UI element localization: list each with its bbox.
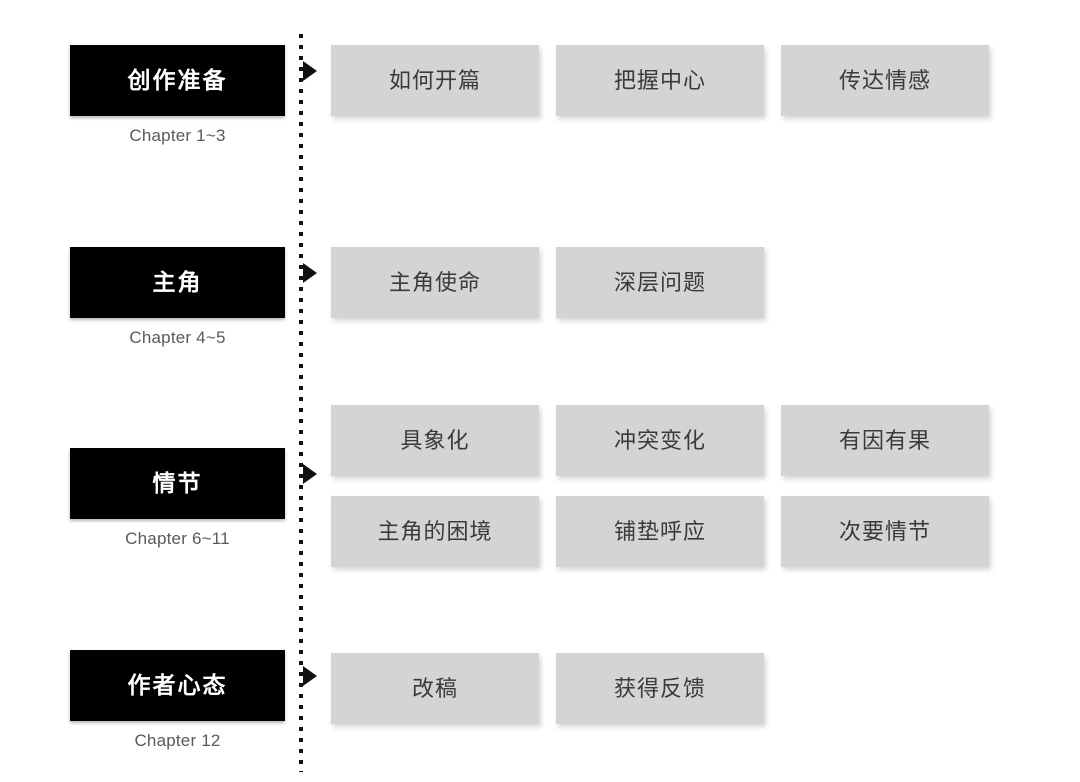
topic-card-label: 铺垫呼应 [613,518,706,544]
stage-title-label: 作者心态 [127,672,228,698]
topic-card[interactable]: 把握中心 [556,45,764,116]
stage-chapter-caption: Chapter 6~11 [125,529,230,548]
stage-title-label: 创作准备 [127,67,228,93]
topic-card[interactable]: 获得反馈 [556,653,764,724]
topic-card-label: 获得反馈 [613,675,706,701]
topic-card[interactable]: 次要情节 [781,496,989,567]
stage-chapter-caption: Chapter 1~3 [129,126,226,145]
stage-chapter-caption: Chapter 4~5 [129,328,226,347]
topic-card[interactable]: 具象化 [331,405,539,476]
right-triangle-arrow-icon [303,263,317,283]
topic-card[interactable]: 传达情感 [781,45,989,116]
stage-block[interactable]: 创作准备 Chapter 1~3 [70,45,285,147]
topic-card-label: 深层问题 [613,269,706,295]
topic-card[interactable]: 铺垫呼应 [556,496,764,567]
topic-card-label: 改稿 [411,675,458,701]
right-triangle-arrow-icon [303,666,317,686]
topic-card-label: 主角使命 [388,269,481,295]
stage-title-box[interactable]: 作者心态 [70,650,285,721]
stage-title-label: 情节 [152,470,203,496]
stage-title-label: 主角 [152,269,203,295]
topic-card[interactable]: 冲突变化 [556,405,764,476]
topic-card[interactable]: 深层问题 [556,247,764,318]
topic-card-label: 如何开篇 [388,67,481,93]
topic-card-label: 冲突变化 [613,427,706,453]
topic-card[interactable]: 主角的困境 [331,496,539,567]
topic-card[interactable]: 主角使命 [331,247,539,318]
topic-card[interactable]: 如何开篇 [331,45,539,116]
topic-card-label: 主角的困境 [377,518,493,544]
stage-block[interactable]: 情节 Chapter 6~11 [70,448,285,550]
stage-chapter-caption: Chapter 12 [134,731,221,750]
topic-card-label: 具象化 [400,427,470,453]
stage-title-box[interactable]: 情节 [70,448,285,519]
right-triangle-arrow-icon [303,61,317,81]
topic-card-label: 把握中心 [613,67,706,93]
stage-block[interactable]: 作者心态 Chapter 12 [70,650,285,752]
stage-title-box[interactable]: 主角 [70,247,285,318]
topic-card-label: 次要情节 [838,518,931,544]
topic-card[interactable]: 有因有果 [781,405,989,476]
stage-title-box[interactable]: 创作准备 [70,45,285,116]
right-triangle-arrow-icon [303,464,317,484]
vertical-dotted-line-icon [299,34,303,772]
topic-card-label: 传达情感 [838,67,931,93]
stage-block[interactable]: 主角 Chapter 4~5 [70,247,285,349]
topic-card[interactable]: 改稿 [331,653,539,724]
topic-card-label: 有因有果 [838,427,931,453]
